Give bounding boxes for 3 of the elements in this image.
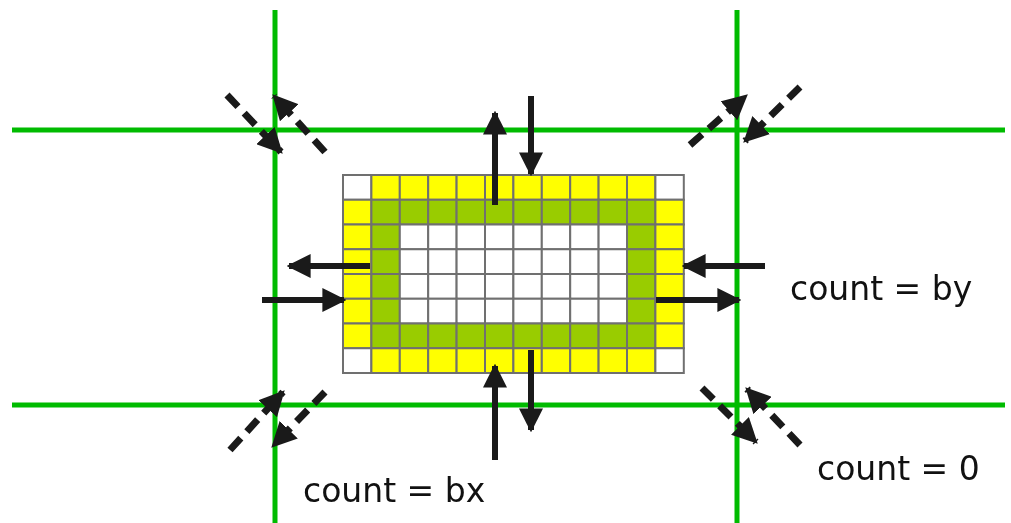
count-label: count = 0	[817, 452, 980, 485]
count-label: count = bx	[303, 474, 486, 507]
count-label: count = by	[790, 272, 973, 305]
